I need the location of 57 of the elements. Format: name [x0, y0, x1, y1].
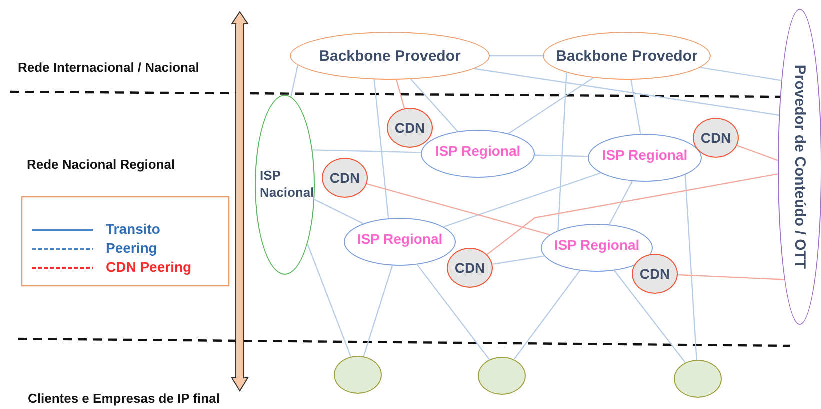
client-circle: [478, 357, 526, 395]
node-label: ISP Regional: [435, 142, 521, 158]
node-label: CDN: [330, 170, 360, 186]
link-line: [374, 80, 390, 219]
link-line: [307, 244, 352, 358]
node-label: CDN: [700, 130, 732, 146]
cdn-peering-line: [366, 184, 550, 236]
node-label: Backbone Provedor: [556, 48, 698, 64]
cdn-peering-line: [396, 80, 406, 109]
node-label: Provedor de Conteúdo / OTT: [792, 64, 808, 270]
node-label: ISP Nacional: [260, 168, 314, 202]
link-line: [492, 256, 545, 266]
cdn-peering-line: [486, 174, 778, 256]
link-line: [444, 172, 601, 228]
cdn-circle: [632, 254, 678, 294]
node-label: ISP Regional: [602, 146, 688, 162]
link-line: [684, 174, 698, 360]
region-label: Rede Nacional Regional: [27, 157, 176, 172]
cdn-circle: [322, 158, 368, 198]
region-label: Clientes e Empresas de IP final: [28, 391, 220, 406]
cdn-circle: [387, 108, 433, 148]
link-line: [410, 79, 458, 132]
legend-label: CDN Peering: [106, 259, 192, 275]
link-line: [700, 67, 782, 82]
node-label: CDN: [394, 120, 426, 136]
link-line: [614, 270, 686, 364]
link-line: [312, 150, 422, 154]
region-label: Rede Internacional / Nacional: [18, 60, 200, 75]
node-label: CDN: [640, 266, 670, 282]
link-line: [290, 65, 299, 98]
isp-ellipse: [255, 95, 315, 275]
legend-label: Transito: [106, 221, 160, 237]
cdn-peering-line: [737, 145, 778, 162]
link-line: [508, 78, 594, 134]
client-circle: [334, 356, 382, 394]
link-line: [534, 154, 588, 158]
node-label: Backbone Provedor: [319, 48, 461, 64]
link-line: [608, 181, 634, 225]
backbone-ellipse: [543, 32, 711, 80]
link-line: [363, 266, 394, 357]
link-line: [558, 72, 568, 231]
content-provider-ellipse: [778, 9, 821, 325]
link-line: [314, 199, 364, 224]
client-circle: [674, 360, 722, 398]
link-line: [474, 68, 780, 116]
node-label: ISP Regional: [554, 236, 640, 252]
cdn-circle: [447, 248, 493, 288]
cdn-circle: [693, 118, 739, 158]
link-line: [416, 264, 490, 360]
node-label: CDN: [454, 260, 486, 276]
link-line: [630, 80, 642, 134]
node-label: ISP Regional: [357, 230, 443, 246]
backbone-ellipse: [290, 32, 490, 80]
link-line: [514, 270, 580, 360]
cdn-peering-line: [678, 274, 785, 280]
link-line: [490, 55, 543, 57]
legend-label: Peering: [106, 240, 158, 256]
